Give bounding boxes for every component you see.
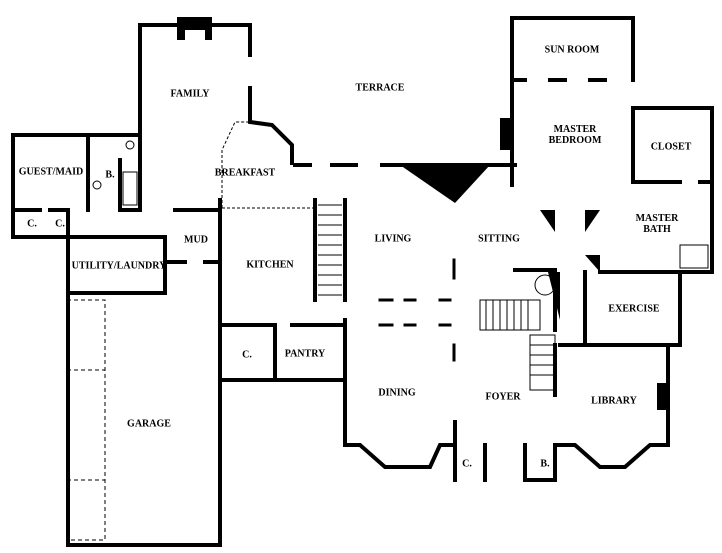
kitchen-pantry-walls <box>218 198 347 382</box>
foyer-walls <box>513 268 557 397</box>
room-closet-guest-2: C. <box>55 218 65 230</box>
room-family: FAMILY <box>170 88 210 100</box>
sitting-corner-icon <box>540 210 600 320</box>
label-line: BATH <box>643 224 671 235</box>
guest-sink-icon <box>125 140 135 150</box>
dining-walls <box>343 318 487 482</box>
room-utility-laundry: UTILITY/LAUNDRY <box>71 260 167 272</box>
room-terrace: TERRACE <box>355 82 405 94</box>
label-line: BEDROOM <box>548 135 602 146</box>
bathtub-icon <box>679 244 709 269</box>
room-library: LIBRARY <box>591 395 637 407</box>
living-fireplace-icon <box>400 165 490 203</box>
label-line: MASTER <box>635 213 679 224</box>
kitchen-stair-walls <box>313 198 347 302</box>
garage-bays <box>67 299 106 541</box>
master-fireplace-icon <box>500 118 512 150</box>
room-pantry: PANTRY <box>284 348 326 360</box>
label-line: MASTER <box>553 124 597 135</box>
guest-tub-icon <box>122 171 138 206</box>
interior-walls <box>378 258 456 362</box>
master-walls <box>510 16 714 274</box>
room-garage: GARAGE <box>127 418 171 430</box>
room-mud: MUD <box>184 234 208 246</box>
room-closet: CLOSET <box>650 141 692 153</box>
kitchen-stairs <box>318 204 342 296</box>
room-sun-room: SUN ROOM <box>544 44 600 56</box>
room-guest-maid: GUEST/MAID <box>18 166 84 178</box>
room-exercise: EXERCISE <box>608 303 660 315</box>
guest-walls <box>11 133 142 239</box>
room-closet-kitchen: C. <box>242 349 252 361</box>
family-walls <box>138 23 294 212</box>
room-bath-foyer: B. <box>540 458 550 470</box>
room-foyer: FOYER <box>485 391 521 403</box>
room-dining: DINING <box>378 387 416 399</box>
spiral-stair <box>534 274 556 296</box>
room-closet-foyer: C. <box>462 458 472 470</box>
room-kitchen: KITCHEN <box>246 259 294 271</box>
room-sitting: SITTING <box>478 233 520 245</box>
breakfast-bay <box>221 121 315 209</box>
family-fireplace-icon <box>177 17 212 40</box>
exercise-walls <box>558 270 682 347</box>
library-fireplace-icon <box>657 383 670 410</box>
room-living: LIVING <box>374 233 412 245</box>
guest-toilet-icon <box>92 180 102 190</box>
room-guest-bath: B. <box>105 169 115 181</box>
room-breakfast: BREAKFAST <box>214 167 276 179</box>
library-walls <box>523 343 670 482</box>
room-closet-guest-1: C. <box>27 218 37 230</box>
foyer-stairs <box>479 299 556 391</box>
